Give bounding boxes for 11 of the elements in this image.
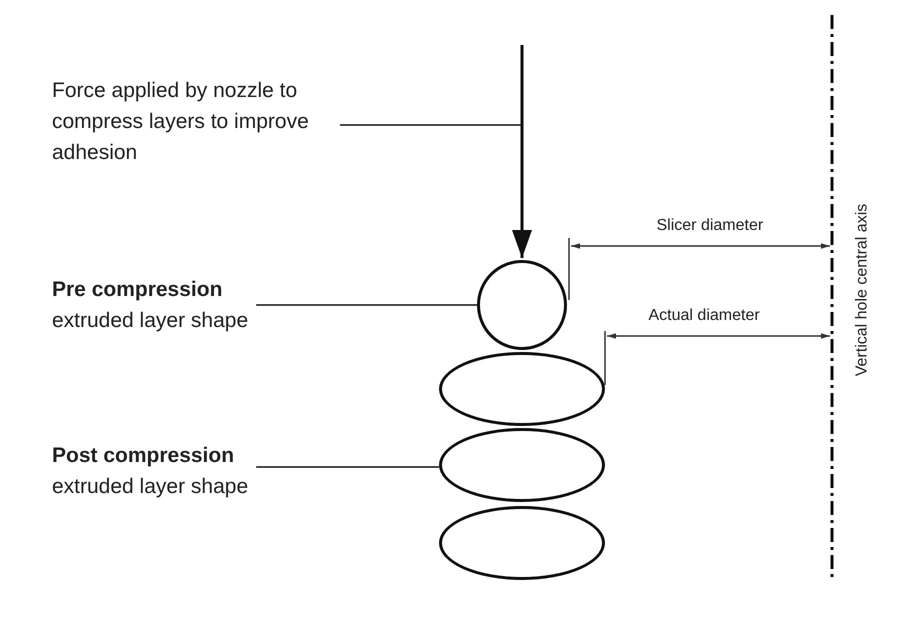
dimension-label: Slicer diameter [656,217,764,235]
callout-text: extruded layer shape [52,474,248,500]
callout-text: Force applied by nozzle to compress layers to improve adhesion [52,75,332,168]
callout-text: extruded layer shape [52,308,248,334]
callout-heading: Post compression [52,443,234,469]
leader-line [340,124,522,126]
leader-line [256,304,477,306]
callout-heading: Pre compression [52,277,222,303]
dimension-label: Actual diameter [648,307,760,325]
axis-label: Vertical hole central axis [852,204,871,376]
leader-line [256,466,440,468]
